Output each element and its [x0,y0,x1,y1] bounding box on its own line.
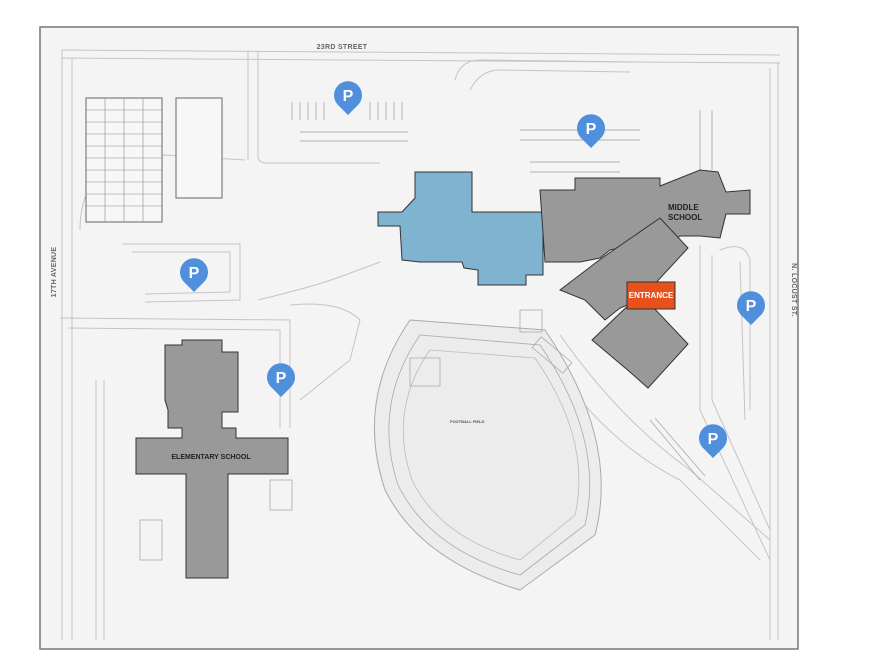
parking-pin-east[interactable]: P [737,291,765,325]
svg-text:P: P [189,265,200,282]
middle-school-building [539,169,751,389]
road-network [59,49,781,640]
middle-school-label-line1: MIDDLE [668,203,699,212]
entrance-label: ENTRANCE [629,291,674,300]
street-label-north: 23RD STREET [317,44,368,51]
parking-pin-north[interactable]: P [334,81,362,115]
parking-pin-elementary[interactable]: P [267,363,295,397]
small-field [175,97,223,199]
svg-text:FOOTBALL FIELD: FOOTBALL FIELD [450,419,484,424]
misc-structures [139,309,706,561]
street-label-west: 17TH AVENUE [51,247,58,298]
svg-text:P: P [343,88,354,105]
street-label-east: N. LOCUST ST. [790,263,797,317]
entrance-sign[interactable]: ENTRANCE [626,281,676,310]
svg-text:P: P [708,431,719,448]
elementary-school-building [135,339,289,579]
running-track: FOOTBALL FIELD [373,319,602,591]
middle-school-label-line2: SCHOOL [668,213,702,222]
elementary-school-label: ELEMENTARY SCHOOL [171,454,251,461]
parking-pin-west[interactable]: P [180,258,208,292]
parking-pin-southeast[interactable]: P [699,424,727,458]
parking-pin-northeast[interactable]: P [577,114,605,148]
svg-text:P: P [276,370,287,387]
svg-text:P: P [586,121,597,138]
practice-field [85,97,163,223]
annex-building [377,171,544,286]
svg-text:P: P [746,298,757,315]
parking-lot-north [291,102,408,142]
